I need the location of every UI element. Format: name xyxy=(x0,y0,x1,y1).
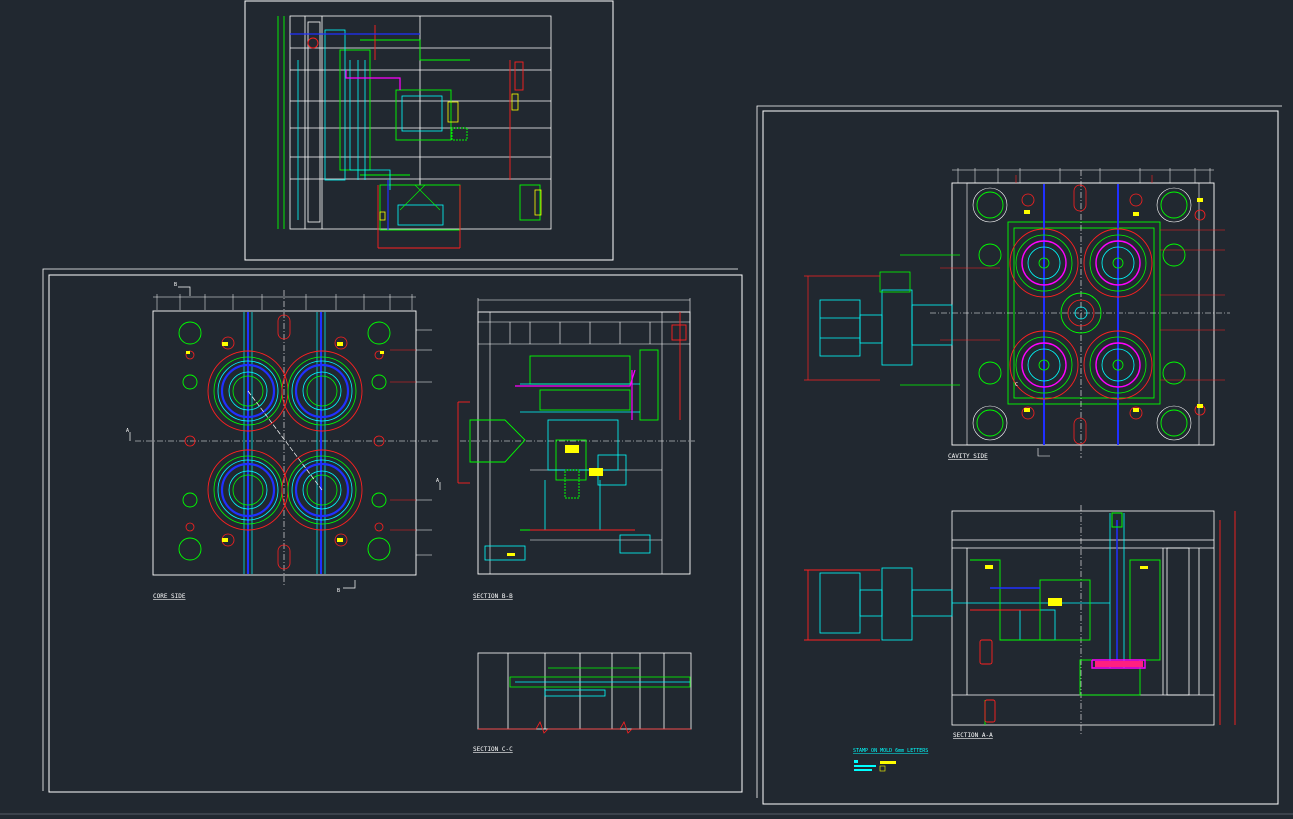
marker-b-bottom: B xyxy=(337,588,340,594)
label-core-side: CORE SIDE xyxy=(153,593,186,600)
section-aa-view[interactable]: SECTION A-A xyxy=(804,505,1236,739)
frame-right-sheet xyxy=(762,110,1279,805)
marker-b-top: B xyxy=(174,282,177,288)
section-cc-view[interactable]: SECTION C-C xyxy=(473,652,692,753)
marker-c: C xyxy=(1015,382,1018,388)
label-section-aa: SECTION A-A xyxy=(953,732,993,739)
frame-left-sheet xyxy=(48,274,743,793)
label-section-bb: SECTION B-B xyxy=(473,593,513,600)
stamp-note: STAMP ON MOLD 6mm LETTERS xyxy=(853,748,928,772)
top-section-view[interactable] xyxy=(277,15,552,249)
stamp-note-text: STAMP ON MOLD 6mm LETTERS xyxy=(853,748,928,754)
section-bb-view[interactable]: SECTION B-B xyxy=(457,298,695,600)
marker-a-right: A xyxy=(436,478,439,484)
core-side-view[interactable]: B B A A CORE SIDE xyxy=(126,282,441,600)
marker-a-left: A xyxy=(126,428,129,434)
label-section-cc: SECTION C-C xyxy=(473,746,513,753)
cavity-side-view[interactable]: C CAVITY SIDE xyxy=(804,168,1230,460)
label-cavity-side: CAVITY SIDE xyxy=(948,453,988,460)
frame-top-sheet xyxy=(244,0,614,261)
